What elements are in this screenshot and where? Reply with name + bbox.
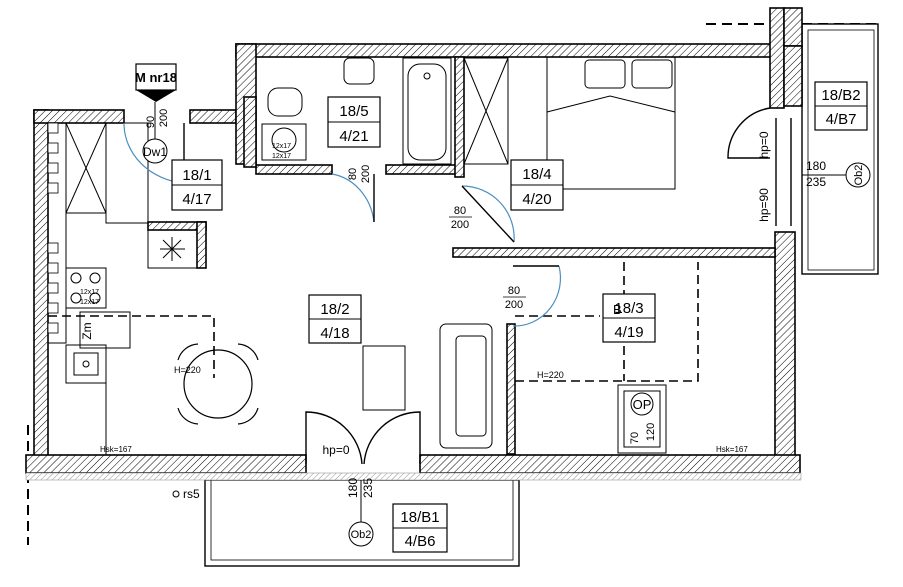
rs5-marker: rs5 <box>172 487 200 501</box>
entry-door-height: 200 <box>158 109 170 127</box>
heater-width: 70 <box>629 432 641 444</box>
room-area: 4/21 <box>339 128 368 145</box>
symbol-ob2-bottom: Ob2 <box>348 521 374 547</box>
room-area: 4/19 <box>614 324 643 341</box>
dining-table <box>177 343 259 425</box>
room-area: 4/20 <box>522 191 551 208</box>
balcony-id: 18/B1 <box>400 509 439 526</box>
balcony-area: 4/B7 <box>826 111 857 128</box>
entry-door-width: 90 <box>145 116 157 128</box>
kitchen-dim-c: 12x17 <box>80 289 99 296</box>
right-door-width: 180 <box>806 159 826 173</box>
heater-height: 120 <box>645 423 657 441</box>
symbol-dw1-label: Dw1 <box>143 145 167 159</box>
balcony-18-b2: 18/B2 4/B7 <box>814 81 868 131</box>
room-id: 18/5 <box>339 103 368 120</box>
room-18-3: 18/3 4/19 <box>602 293 656 343</box>
entry-arrow-icon <box>136 90 176 102</box>
room-id: 18/1 <box>182 167 211 184</box>
exterior-strip <box>25 472 802 481</box>
symbol-ob2-right: Ob2 <box>845 162 871 188</box>
room-height: Hsk=167 <box>716 445 748 454</box>
right-window-hp: hp=90 <box>757 188 771 222</box>
balcony-id: 18/B2 <box>821 87 860 104</box>
leader-lines <box>154 102 846 522</box>
rs5-label: rs5 <box>183 487 200 501</box>
bedroom-door-height: 200 <box>451 219 469 231</box>
room-18-1: 18/1 4/17 <box>171 159 223 211</box>
balcony-right <box>801 23 879 275</box>
room-18-4: 18/4 4/20 <box>510 159 564 211</box>
symbol-dw1: Dw1 <box>142 138 168 164</box>
balcony-18-b1: 18/B1 4/B6 <box>392 503 448 553</box>
hob-dim-a: 12x17 <box>272 143 291 150</box>
kitchen-units <box>47 122 198 455</box>
apartment-label: M nr18 <box>135 70 177 85</box>
balcony-door-height: 235 <box>361 478 375 498</box>
hob-dim-b: 12x17 <box>272 153 291 160</box>
symbol-op: OP <box>633 397 652 412</box>
sofa <box>362 323 493 449</box>
heater-label: OP <box>633 397 652 412</box>
room-id: 18/2 <box>320 301 349 318</box>
bedroom-door-width: 80 <box>454 205 466 217</box>
balcony-door-width: 180 <box>346 478 360 498</box>
room-18-5: 18/5 4/21 <box>327 96 381 148</box>
heater-box <box>617 384 667 454</box>
room-id: 18/3 <box>614 300 643 317</box>
walls <box>25 7 803 478</box>
h220-bedroom: H=220 <box>537 370 564 380</box>
symbol-ob2-label: Ob2 <box>853 165 865 186</box>
apartment-label-box <box>135 63 177 91</box>
zm-label: Zm <box>80 322 94 339</box>
door-leaves <box>183 107 792 465</box>
balcony-door-hp: hp=0 <box>322 443 349 457</box>
kitchen-height: Hsk=167 <box>100 445 132 454</box>
room-18-2: 18/2 4/18 <box>308 294 362 344</box>
wall-segments-left <box>47 122 59 334</box>
right-door-height: 235 <box>806 175 826 189</box>
small-bedroom-door-width: 80 <box>508 285 520 297</box>
room-area: 4/17 <box>182 191 211 208</box>
bathroom-door-height: 200 <box>360 165 372 183</box>
kitchen-dim-d: 12x17 <box>80 299 99 306</box>
ceiling-lines <box>48 262 699 382</box>
h220-living: H=220 <box>174 365 201 375</box>
bathroom-door-width: 80 <box>347 168 359 180</box>
bed <box>546 56 676 190</box>
symbol-ob2-label: Ob2 <box>351 529 372 541</box>
room-area: 4/18 <box>320 325 349 342</box>
small-bedroom-door-height: 200 <box>505 299 523 311</box>
right-door-hp: hp=0 <box>757 131 771 158</box>
balcony-area: 4/B6 <box>405 533 436 550</box>
bathroom-fixtures <box>261 57 509 165</box>
room-id: 18/4 <box>522 166 551 183</box>
bed-b-label: B <box>613 302 622 317</box>
